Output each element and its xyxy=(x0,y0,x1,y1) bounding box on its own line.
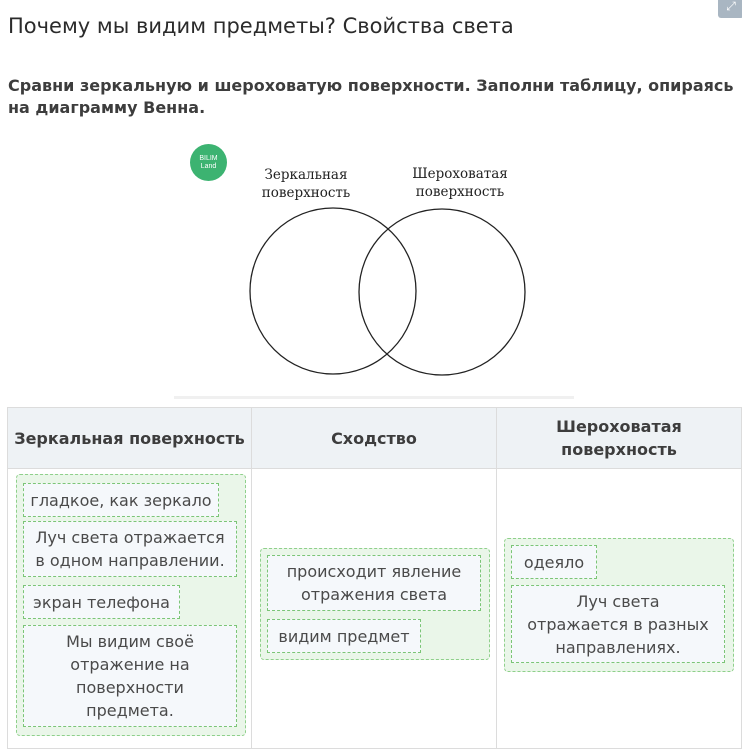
image-divider xyxy=(174,396,574,399)
venn-label-mirror: Зеркальная поверхность xyxy=(261,167,351,201)
task-instruction: Сравни зеркальную и шероховатую поверхно… xyxy=(8,76,734,117)
table-header: Зеркальная поверхность Сходство Шерохова… xyxy=(8,408,741,469)
answer-chip[interactable]: происходит явление отражения света xyxy=(267,555,481,611)
venn-circle-rough xyxy=(358,208,526,376)
answer-chip[interactable]: одеяло xyxy=(511,545,597,579)
answer-chip[interactable]: экран телефона xyxy=(23,585,180,619)
answer-chip[interactable]: гладкое, как зеркало xyxy=(23,483,219,517)
drop-zone-similarity[interactable]: происходит явление отражения света видим… xyxy=(260,548,490,660)
comparison-table: Зеркальная поверхность Сходство Шерохова… xyxy=(7,407,742,749)
answer-chip[interactable]: Луч света отражается в разных направлени… xyxy=(511,585,725,663)
bilimland-logo: BILIM Land xyxy=(190,144,227,181)
header-mirror: Зеркальная поверхность xyxy=(14,428,245,448)
header-similarity: Сходство xyxy=(331,428,417,448)
venn-circle-mirror xyxy=(249,207,417,375)
column-divider xyxy=(251,408,252,748)
answer-chip[interactable]: Мы видим своё отражение на поверхности п… xyxy=(23,625,237,727)
column-divider xyxy=(496,408,497,748)
page-title: Почему мы видим предметы? Свойства света xyxy=(8,14,514,38)
drop-zone-mirror[interactable]: гладкое, как зеркало Луч света отражаетс… xyxy=(16,474,246,736)
expand-icon[interactable]: ⤢ xyxy=(718,0,742,18)
drop-zone-rough[interactable]: одеяло Луч света отражается в разных нап… xyxy=(504,538,734,672)
answer-chip[interactable]: видим предмет xyxy=(267,619,421,653)
header-rough: Шероховатая поверхность xyxy=(556,417,682,459)
venn-diagram xyxy=(249,207,526,376)
answer-chip[interactable]: Луч света отражается в одном направлении… xyxy=(23,521,237,577)
venn-label-rough: Шероховатая поверхность xyxy=(412,166,508,200)
